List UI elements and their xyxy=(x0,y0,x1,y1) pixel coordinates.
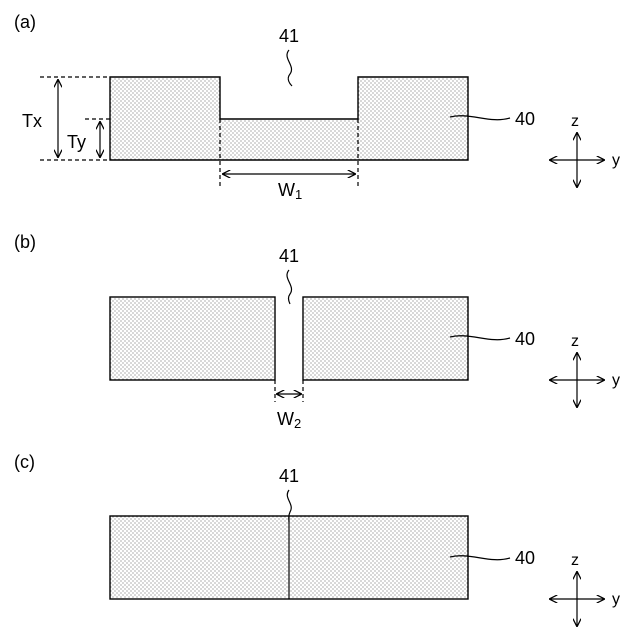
panel-a-body xyxy=(110,77,468,160)
panel-a-axis-y: y xyxy=(612,152,620,169)
panel-a-tx-label: Tx xyxy=(22,111,42,131)
panel-a-ty-label: Ty xyxy=(67,132,86,152)
panel-b-body-label: 40 xyxy=(515,329,535,349)
panel-b-gap-leader xyxy=(287,270,292,304)
panel-c-axis-z: z xyxy=(571,552,579,569)
panel-a-w-main: W xyxy=(278,180,295,200)
panel-b-axis-z: z xyxy=(571,333,579,350)
panel-a-w-sub: 1 xyxy=(295,187,302,202)
panel-b-label: (b) xyxy=(14,232,36,252)
panel-c-axis-indicator: z y xyxy=(550,552,620,626)
panel-c-gap-label: 41 xyxy=(279,466,299,486)
panel-b-body-right xyxy=(303,297,468,380)
panel-b-w-label: W2 xyxy=(277,409,301,431)
panel-a: (a) 41 40 Tx Ty W1 z y xyxy=(14,12,620,202)
panel-b-gap-label: 41 xyxy=(279,246,299,266)
panel-b-body-left xyxy=(110,297,275,380)
panel-a-axis-z: z xyxy=(571,113,579,130)
panel-b: (b) 41 40 W2 z y xyxy=(14,232,620,431)
panel-c: (c) 41 40 z y xyxy=(14,452,620,626)
panel-a-gap-leader xyxy=(287,50,292,86)
panel-b-w-main: W xyxy=(277,409,294,429)
panel-a-axis-indicator: z y xyxy=(550,113,620,187)
panel-c-axis-y: y xyxy=(612,591,620,608)
panel-b-axis-y: y xyxy=(612,372,620,389)
panel-c-label: (c) xyxy=(14,452,35,472)
panel-c-body-label: 40 xyxy=(515,548,535,568)
panel-b-axis-indicator: z y xyxy=(550,333,620,407)
panel-a-body-label: 40 xyxy=(515,109,535,129)
panel-a-label: (a) xyxy=(14,12,36,32)
panel-a-w-label: W1 xyxy=(278,180,302,202)
panel-a-gap-label: 41 xyxy=(279,26,299,46)
panel-b-w-sub: 2 xyxy=(294,416,301,431)
